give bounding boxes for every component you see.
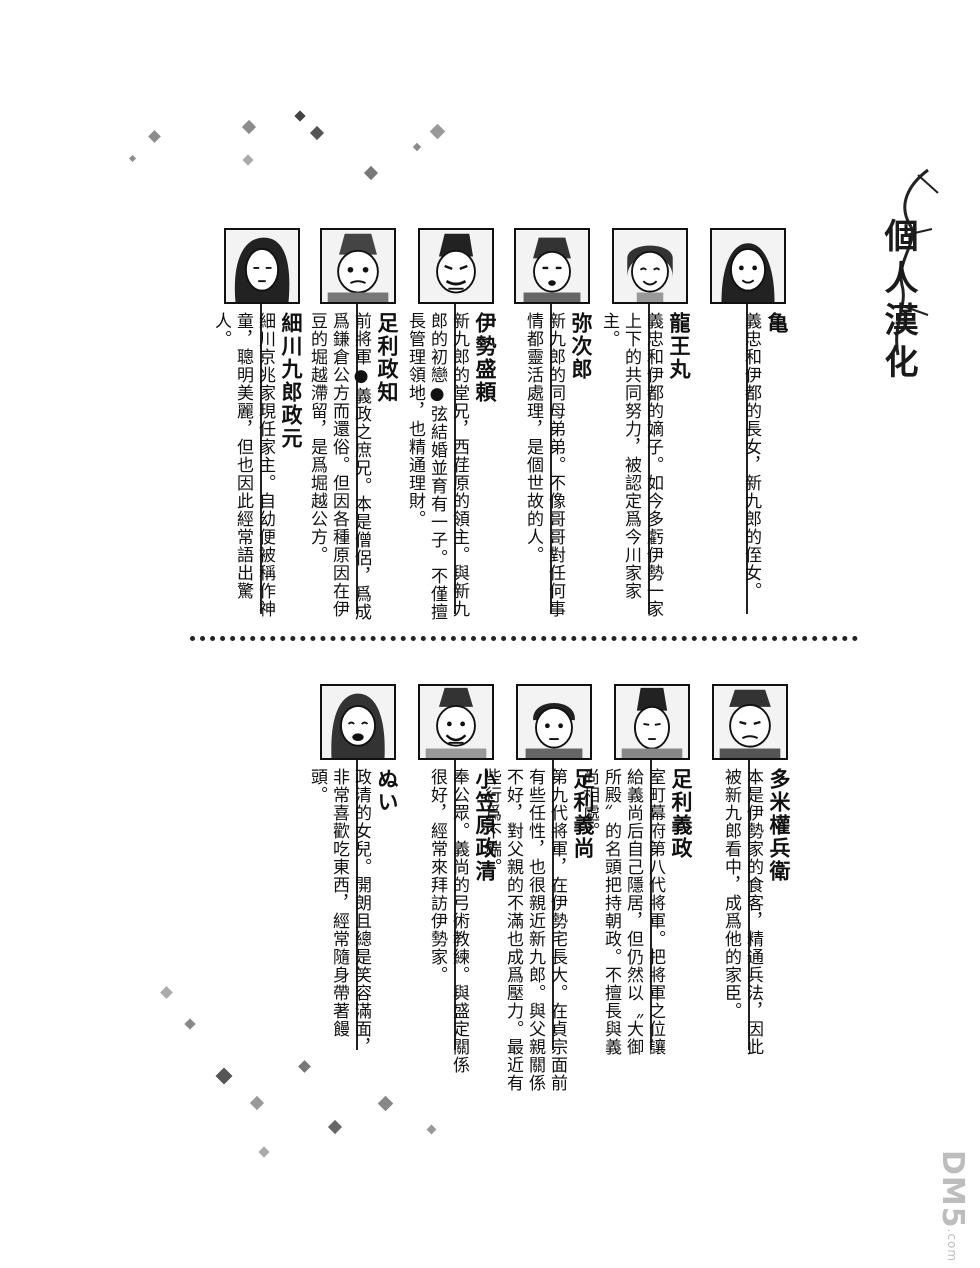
character-card: 足利政知 前將軍●義政之庶兄。本是僧侶，爲成爲鎌倉公方而還俗。但因各種原因在伊豆… xyxy=(307,228,402,628)
character-description: 室町幕府第八代將軍。把將軍之位讓給義尚后自己隱居，但仍然以〝大御所殿〞的名頭把持… xyxy=(579,768,665,1056)
character-card: 伊勢盛頼 新九郎的堂兄，西荏原的領主。與新九郎的初戀●弦結婚並育有一子。不僅擅長… xyxy=(405,228,500,628)
character-description: 義忠和伊都的長女，新九郎的侄女。 xyxy=(741,312,761,600)
character-card: 多米權兵衛 本是伊勢家的食客，精通兵法，因此被新九郎看中，成爲他的家臣。 xyxy=(704,684,794,1084)
character-name: 小笠原政清 xyxy=(473,768,497,883)
character-portrait xyxy=(612,228,688,304)
character-name: ぬい xyxy=(375,768,399,814)
character-name: 弥次郎 xyxy=(569,312,593,381)
watermark-brand: DM5 xyxy=(935,1150,970,1229)
section-divider xyxy=(190,636,858,641)
character-name: 龍王丸 xyxy=(667,312,691,381)
character-name: 多米權兵衛 xyxy=(767,768,791,883)
character-portrait xyxy=(418,684,494,760)
character-name: 足利義政 xyxy=(669,768,693,860)
character-card: 龍王丸 義忠和伊都的嫡子。如今多虧伊勢一家上下的共同努力，被認定爲今川家家主。 xyxy=(599,228,694,628)
character-description: 新九郎的同母弟弟。不像哥哥對任何事情都靈活處理，是個世故的人。 xyxy=(523,312,565,618)
character-description: 細川京兆家現任家主。自幼便被稱作神童，聰明美麗，但也因此經常語出驚人。 xyxy=(211,312,275,618)
character-card: 小笠原政清 奉公眾。義尚的弓術教練。與盛定關係很好，經常來拜訪伊勢家。 xyxy=(410,684,500,1084)
character-description: 義忠和伊都的嫡子。如今多虧伊勢一家上下的共同努力，被認定爲今川家家主。 xyxy=(599,312,663,618)
character-description: 第九代將軍，在伊勢宅長大。在貞宗面前有些任性，也很親近新九郎。與父親關係不好，對… xyxy=(481,768,567,1092)
character-card: 足利義尚 第九代將軍，在伊勢宅長大。在貞宗面前有些任性，也很親近新九郎。與父親關… xyxy=(481,684,598,1092)
character-portrait xyxy=(320,228,396,304)
site-watermark: DM5.com xyxy=(930,1150,970,1262)
character-portrait xyxy=(614,684,690,760)
character-description: 奉公眾。義尚的弓術教練。與盛定關係很好，經常來拜訪伊勢家。 xyxy=(427,768,469,1074)
character-card: 細川九郎政元 細川京兆家現任家主。自幼便被稱作神童，聰明美麗，但也因此經常語出驚… xyxy=(211,228,306,628)
watermark-suffix: .com xyxy=(945,1228,959,1263)
character-name: 伊勢盛頼 xyxy=(473,312,497,404)
credit-group-name: 個人漢化 xyxy=(878,218,918,386)
character-card: 弥次郎 新九郎的同母弟弟。不像哥哥對任何事情都靈活處理，是個世故的人。 xyxy=(506,228,596,628)
character-description: 本是伊勢家的食客，精通兵法，因此被新九郎看中，成爲他的家臣。 xyxy=(721,768,763,1056)
character-name: 足利義尚 xyxy=(571,768,595,860)
signature-logo xyxy=(895,168,939,356)
character-description: 新九郎的堂兄，西荏原的領主。與新九郎的初戀●弦結婚並育有一子。不僅擅長管理領地，… xyxy=(405,312,469,621)
character-card: 亀 義忠和伊都的長女，新九郎的侄女。 xyxy=(702,228,792,628)
character-portrait xyxy=(418,228,494,304)
character-description: 政清的女兒。開朗且總是笑容滿面，非常喜歡吃東西，經常隨身帶著饅頭。 xyxy=(307,768,371,1056)
character-name: 足利政知 xyxy=(375,312,399,404)
character-portrait xyxy=(710,228,786,304)
character-description: 前將軍●義政之庶兄。本是僧侶，爲成爲鎌倉公方而還俗。但因各種原因在伊豆的堀越滯留… xyxy=(307,312,371,621)
character-card: 足利義政 室町幕府第八代將軍。把將軍之位讓給義尚后自己隱居，但仍然以〝大御所殿〞… xyxy=(579,684,696,1084)
character-portrait xyxy=(516,684,592,760)
character-name: 細川九郎政元 xyxy=(279,312,303,450)
character-card: ぬい 政清的女兒。開朗且總是笑容滿面，非常喜歡吃東西，經常隨身帶著饅頭。 xyxy=(307,684,402,1084)
character-portrait xyxy=(320,684,396,760)
character-portrait xyxy=(514,228,590,304)
character-portrait xyxy=(712,684,788,760)
character-portrait xyxy=(224,228,300,304)
character-name: 亀 xyxy=(765,312,789,335)
